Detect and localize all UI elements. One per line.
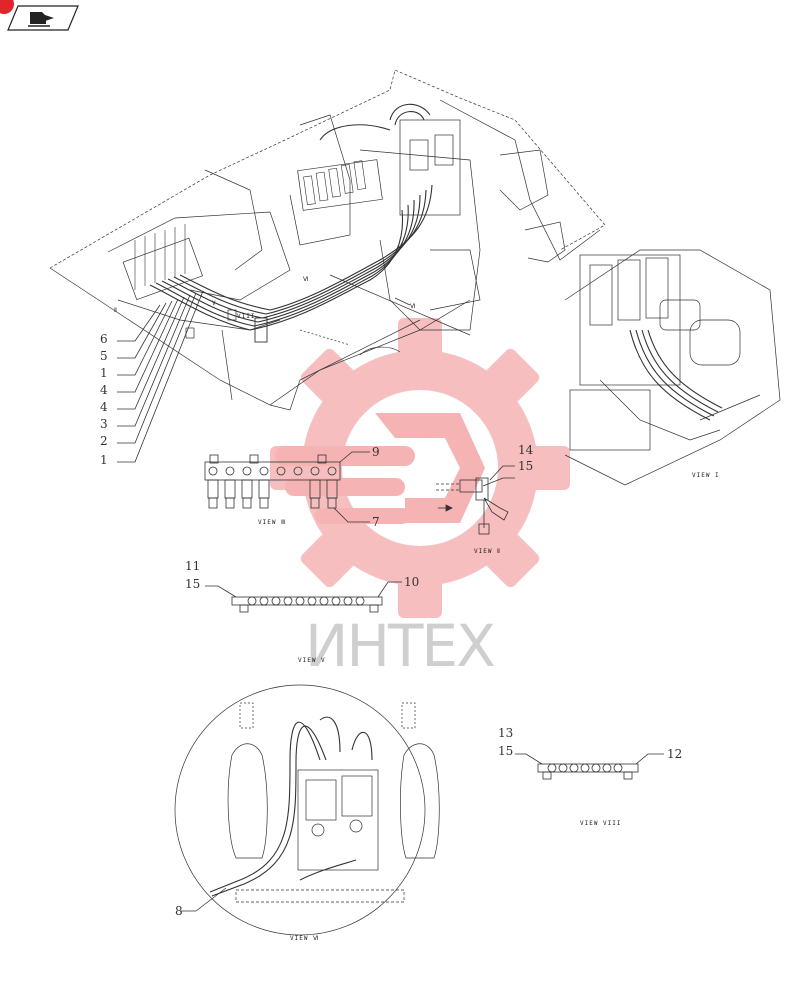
marker-ii: Ⅱ — [114, 307, 118, 314]
callout-12: 12 — [667, 747, 683, 761]
callout-15c: 15 — [498, 744, 514, 758]
stack-of-pages-arrow-icon — [28, 12, 54, 27]
view-ii-title: VIEW Ⅱ — [474, 548, 502, 555]
watermark-text: ИНТЕХ — [305, 612, 496, 680]
view-v-title: VIEW V — [298, 657, 326, 664]
callout-2: 2 — [100, 434, 108, 448]
callout-15b: 15 — [185, 577, 201, 591]
callout-6: 6 — [100, 332, 108, 346]
callout-9: 9 — [372, 445, 380, 459]
nav-button[interactable] — [6, 4, 80, 32]
callout-3: 3 — [100, 417, 108, 431]
callout-7: 7 — [372, 515, 380, 529]
callout-8: 8 — [175, 904, 183, 918]
marker-v: V — [212, 300, 217, 307]
view-i-title: VIEW I — [692, 472, 720, 479]
marker-viii: VIII — [237, 313, 256, 320]
callout-4a: 4 — [100, 383, 108, 397]
callout-4b: 4 — [100, 400, 108, 414]
callout-1b: 1 — [100, 453, 108, 467]
callout-11: 11 — [185, 559, 201, 573]
callout-5: 5 — [100, 349, 108, 363]
view-iii-title: VIEW Ⅲ — [258, 519, 287, 526]
view-viii-title: VIEW VIII — [580, 820, 622, 827]
callout-15a: 15 — [518, 459, 534, 473]
view-vi-title: VIEW Ⅵ — [290, 935, 320, 942]
callout-13: 13 — [498, 726, 514, 740]
marker-vi-a: Ⅵ — [303, 276, 310, 283]
page-badge — [0, 0, 14, 14]
callout-1a: 1 — [100, 366, 108, 380]
callout-14: 14 — [518, 443, 534, 457]
marker-vi-b: Ⅵ — [410, 303, 417, 310]
callout-10: 10 — [404, 575, 420, 589]
